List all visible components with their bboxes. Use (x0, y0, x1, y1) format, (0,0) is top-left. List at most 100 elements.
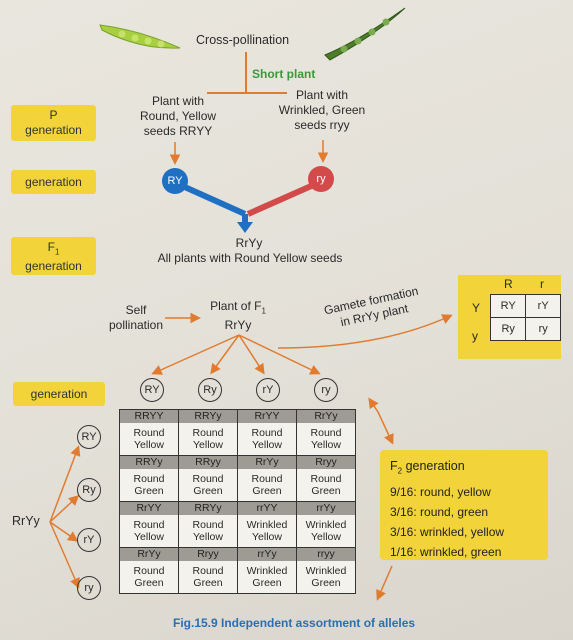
f2-title: F2 generation (390, 459, 465, 476)
mini-cell: RY (489, 294, 527, 318)
short-plant-label: Short plant (252, 67, 316, 81)
cell-genotype: Rryy (297, 456, 355, 469)
cell-color: Yellow (311, 439, 341, 451)
mini-col-r-lower: r (540, 277, 544, 291)
cell-genotype: RrYy (238, 456, 296, 469)
top-gamete-3: rY (256, 378, 280, 402)
mini-cell: rY (525, 294, 561, 318)
cell-shape: Round (192, 427, 224, 439)
cell-color: Green (252, 577, 282, 589)
mini-row-y-lower: y (472, 329, 478, 343)
cell-shape: Round (133, 519, 165, 531)
cell-shape: Wrinkled (305, 519, 347, 531)
f1-description: All plants with Round Yellow seeds (157, 251, 343, 265)
cell-color: Yellow (134, 439, 164, 451)
cell-shape: Round (133, 565, 165, 577)
cell-color: Yellow (193, 531, 223, 543)
top-gamete-4: ry (314, 378, 338, 402)
cross-pollination-label: Cross-pollination (196, 33, 290, 47)
cell-shape: Round (251, 427, 283, 439)
cell-shape: Wrinkled (305, 565, 347, 577)
cell-color: Green (252, 485, 282, 497)
cell-shape: Wrinkled (246, 519, 288, 531)
mini-col-r-upper: R (504, 277, 513, 291)
top-gamete-2: Ry (198, 378, 222, 402)
cell-shape: Round (192, 565, 224, 577)
cell-color: Green (311, 485, 341, 497)
side-gamete-2: Ry (77, 478, 101, 502)
mini-row-y-upper: Y (472, 301, 481, 315)
cell-color: Yellow (311, 531, 341, 543)
cell-color: Yellow (252, 439, 282, 451)
parent-left-text: Plant with Round, Yellow seeds RRYY (139, 94, 217, 138)
cell-genotype: rryy (297, 548, 355, 561)
cell-shape: Round (133, 427, 165, 439)
cell-color: Green (134, 577, 164, 589)
side-gamete-1: RY (77, 425, 101, 449)
cell-shape: Round (192, 473, 224, 485)
cell-genotype: RrYy (120, 548, 178, 561)
pea-pod-left-icon (99, 24, 181, 49)
pea-pod-right-icon (324, 7, 406, 61)
cell-genotype: RrYY (120, 502, 178, 515)
side-gamete-4: ry (77, 576, 101, 600)
plant-f1-label: Plant of F1 RrYy (210, 299, 266, 333)
gamete-ry-dominant: RY (162, 168, 188, 194)
cell-genotype: RRyy (179, 456, 237, 469)
cell-shape: Round (310, 427, 342, 439)
cell-genotype: Rryy (179, 548, 237, 561)
cell-shape: Round (251, 473, 283, 485)
cell-color: Yellow (193, 439, 223, 451)
f2-ratio: 1/16: wrinkled, green (390, 544, 502, 559)
gamete-ry-recessive: ry (308, 166, 334, 192)
side-parent-genotype: RrYy (12, 514, 40, 528)
cell-genotype: rrYY (238, 502, 296, 515)
f2-ratio: 3/16: round, green (390, 504, 489, 519)
parent-right-text: Plant with Wrinkled, Green seeds rryy (278, 88, 366, 132)
cell-color: Green (193, 485, 223, 497)
figure-caption: Fig.15.9 Independent assortment of allel… (173, 616, 416, 630)
cell-shape: Round (133, 473, 165, 485)
f1-generation-tag: F1 generation (11, 237, 96, 275)
p-generation-tag: P generation (11, 105, 96, 141)
cell-genotype: RrYY (238, 410, 296, 423)
cell-genotype: RRYy (120, 456, 178, 469)
cell-genotype: rrYy (238, 548, 296, 561)
cell-genotype: RRYY (120, 410, 178, 423)
cell-color: Green (311, 577, 341, 589)
cell-genotype: rrYy (297, 502, 355, 515)
f1-genotype: RrYy (235, 236, 263, 250)
cell-shape: Round (310, 473, 342, 485)
